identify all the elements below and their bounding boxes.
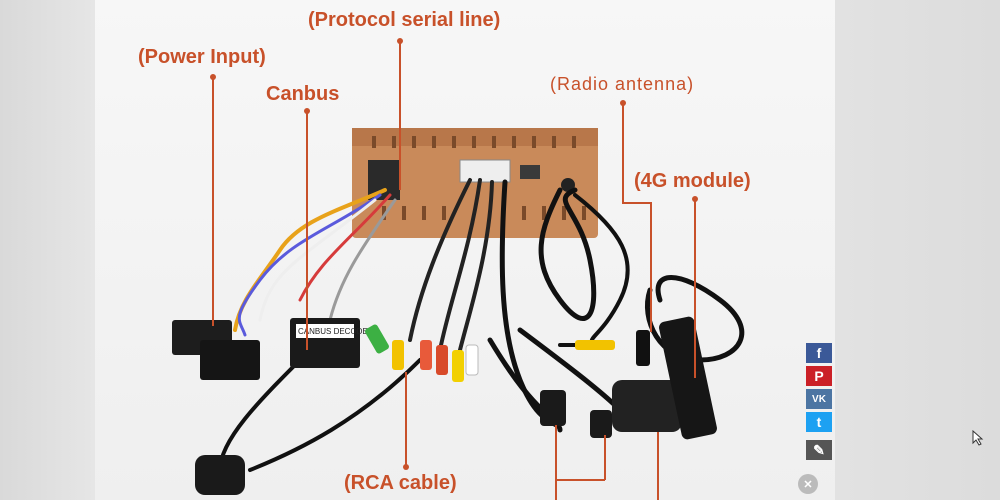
- protocol-pointer-dot: [397, 38, 403, 44]
- monitor-bezel-left: [0, 0, 95, 500]
- page-margin-right: [835, 0, 1000, 500]
- radio-pointer-dot: [620, 100, 626, 106]
- pinterest-share-button[interactable]: P: [806, 366, 832, 386]
- radio-antenna-label: (Radio antenna): [550, 74, 695, 94]
- rca-plugs: [365, 324, 615, 382]
- 4g-module-stick: [659, 316, 717, 440]
- radio-pointer-line-2: [650, 202, 652, 332]
- power-pointer-line: [212, 76, 214, 326]
- edit-share-button[interactable]: ✎: [806, 440, 832, 460]
- facebook-share-button[interactable]: f: [806, 343, 832, 363]
- rca-cable-label: (RCA cable): [344, 472, 457, 494]
- power-pointer-dot: [210, 74, 216, 80]
- small-port: [520, 165, 540, 179]
- rca-pointer-line: [405, 372, 407, 468]
- white-connector-block: [459, 159, 511, 183]
- power-input-label: (Power Input): [138, 46, 266, 68]
- protocol-pointer-line: [399, 40, 401, 190]
- canbus-pointer-dot: [304, 108, 310, 114]
- power-harness-plug-2: [200, 340, 260, 380]
- microphone-plug: [195, 455, 245, 495]
- decoder-label-sticker: [296, 324, 354, 338]
- pinterest-icon: P: [814, 368, 824, 384]
- vent-slots: [372, 136, 586, 220]
- mouse-cursor-icon: [972, 430, 984, 446]
- gps-antenna-puck: [612, 380, 682, 432]
- radio-pointer-elbow: [622, 202, 652, 204]
- twitter-share-button[interactable]: t: [806, 412, 832, 432]
- gps-pointer-line: [657, 432, 659, 500]
- head-unit-back-panel: [352, 128, 598, 238]
- usb-pointer-line-left: [555, 425, 557, 500]
- canbus-pointer-line: [306, 110, 308, 350]
- close-share-bar-button[interactable]: ✕: [798, 474, 818, 494]
- decoder-label-text: CANBUS DECODER: [298, 327, 374, 336]
- usb-connector-1: [540, 390, 566, 426]
- usb-connector-2: [590, 410, 612, 438]
- usb-pointer-line-right: [604, 435, 606, 480]
- vk-share-button[interactable]: VK: [806, 389, 832, 409]
- antenna-jack: [561, 178, 575, 192]
- rca-pointer-dot: [403, 464, 409, 470]
- radio-pointer-line: [622, 102, 624, 202]
- vk-icon: VK: [812, 393, 826, 405]
- pencil-icon: ✎: [813, 441, 825, 458]
- 4g-pointer-line: [694, 198, 696, 378]
- facebook-icon: f: [816, 345, 822, 361]
- 4g-pointer-dot: [692, 196, 698, 202]
- radio-antenna-plug: [636, 330, 650, 366]
- twitter-icon: t: [816, 414, 822, 430]
- protocol-serial-line-label: (Protocol serial line): [308, 9, 501, 31]
- close-icon: ✕: [803, 478, 813, 491]
- canbus-label: Canbus: [266, 83, 340, 105]
- 4g-module-label: (4G module): [634, 170, 751, 192]
